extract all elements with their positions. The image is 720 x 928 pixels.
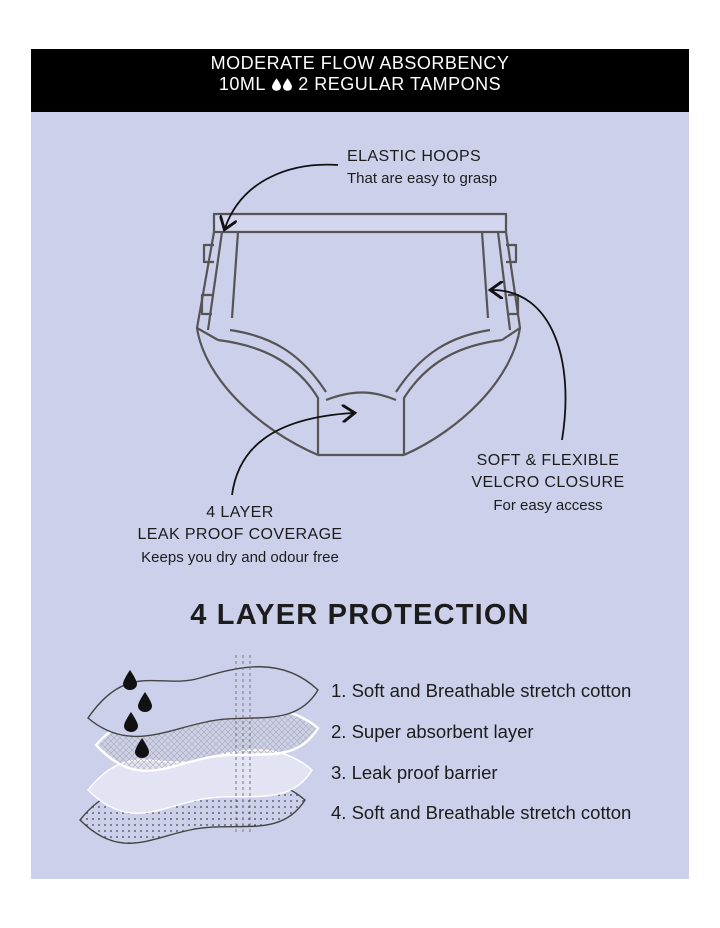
callout-velcro-closure: SOFT & FLEXIBLE VELCRO CLOSURE For easy … [460, 450, 636, 516]
water-drop-icon [282, 78, 292, 91]
water-drop-icon [271, 78, 281, 91]
banner-subtitle: 10ML 2 REGULAR TAMPONS [31, 74, 689, 95]
callout-heading: VELCRO CLOSURE [471, 474, 625, 492]
layer-item: 1. Soft and Breathable stretch cotton [331, 680, 632, 701]
callout-heading: LEAK PROOF COVERAGE [137, 526, 343, 544]
drop-icon [135, 738, 149, 758]
banner-tampons: 2 REGULAR TAMPONS [298, 74, 502, 94]
layer-item: 4. Soft and Breathable stretch cotton [331, 802, 632, 823]
callout-elastic-hoops: ELASTIC HOOPS That are easy to grasp [347, 146, 497, 189]
callout-heading: SOFT & FLEXIBLE [476, 452, 620, 469]
section-title: 4 LAYER PROTECTION [190, 599, 530, 631]
callout-subtext: Keeps you dry and odour free [141, 548, 339, 566]
drop-icon [124, 712, 138, 732]
layer-item: 2. Super absorbent layer [331, 721, 534, 742]
callout-arrows [225, 163, 567, 496]
layer-item: 3. Leak proof barrier [331, 762, 498, 783]
callout-subtext: That are easy to grasp [347, 170, 498, 188]
banner-title: MODERATE FLOW ABSORBENCY [210, 53, 510, 73]
absorbency-banner: MODERATE FLOW ABSORBENCY 10ML 2 REGULAR … [31, 49, 689, 112]
banner-volume: 10ML [218, 74, 266, 94]
drop-icon [123, 670, 137, 690]
brief-outline [195, 212, 522, 457]
drop-icon [138, 692, 152, 712]
layer-1-shape [87, 666, 319, 738]
callout-heading: 4 LAYER [206, 504, 274, 521]
callout-leak-proof: 4 LAYER LEAK PROOF COVERAGE Keeps you dr… [110, 502, 370, 568]
layer-diagram [79, 655, 320, 844]
callout-subtext: For easy access [493, 496, 603, 514]
callout-heading: ELASTIC HOOPS [347, 148, 482, 165]
